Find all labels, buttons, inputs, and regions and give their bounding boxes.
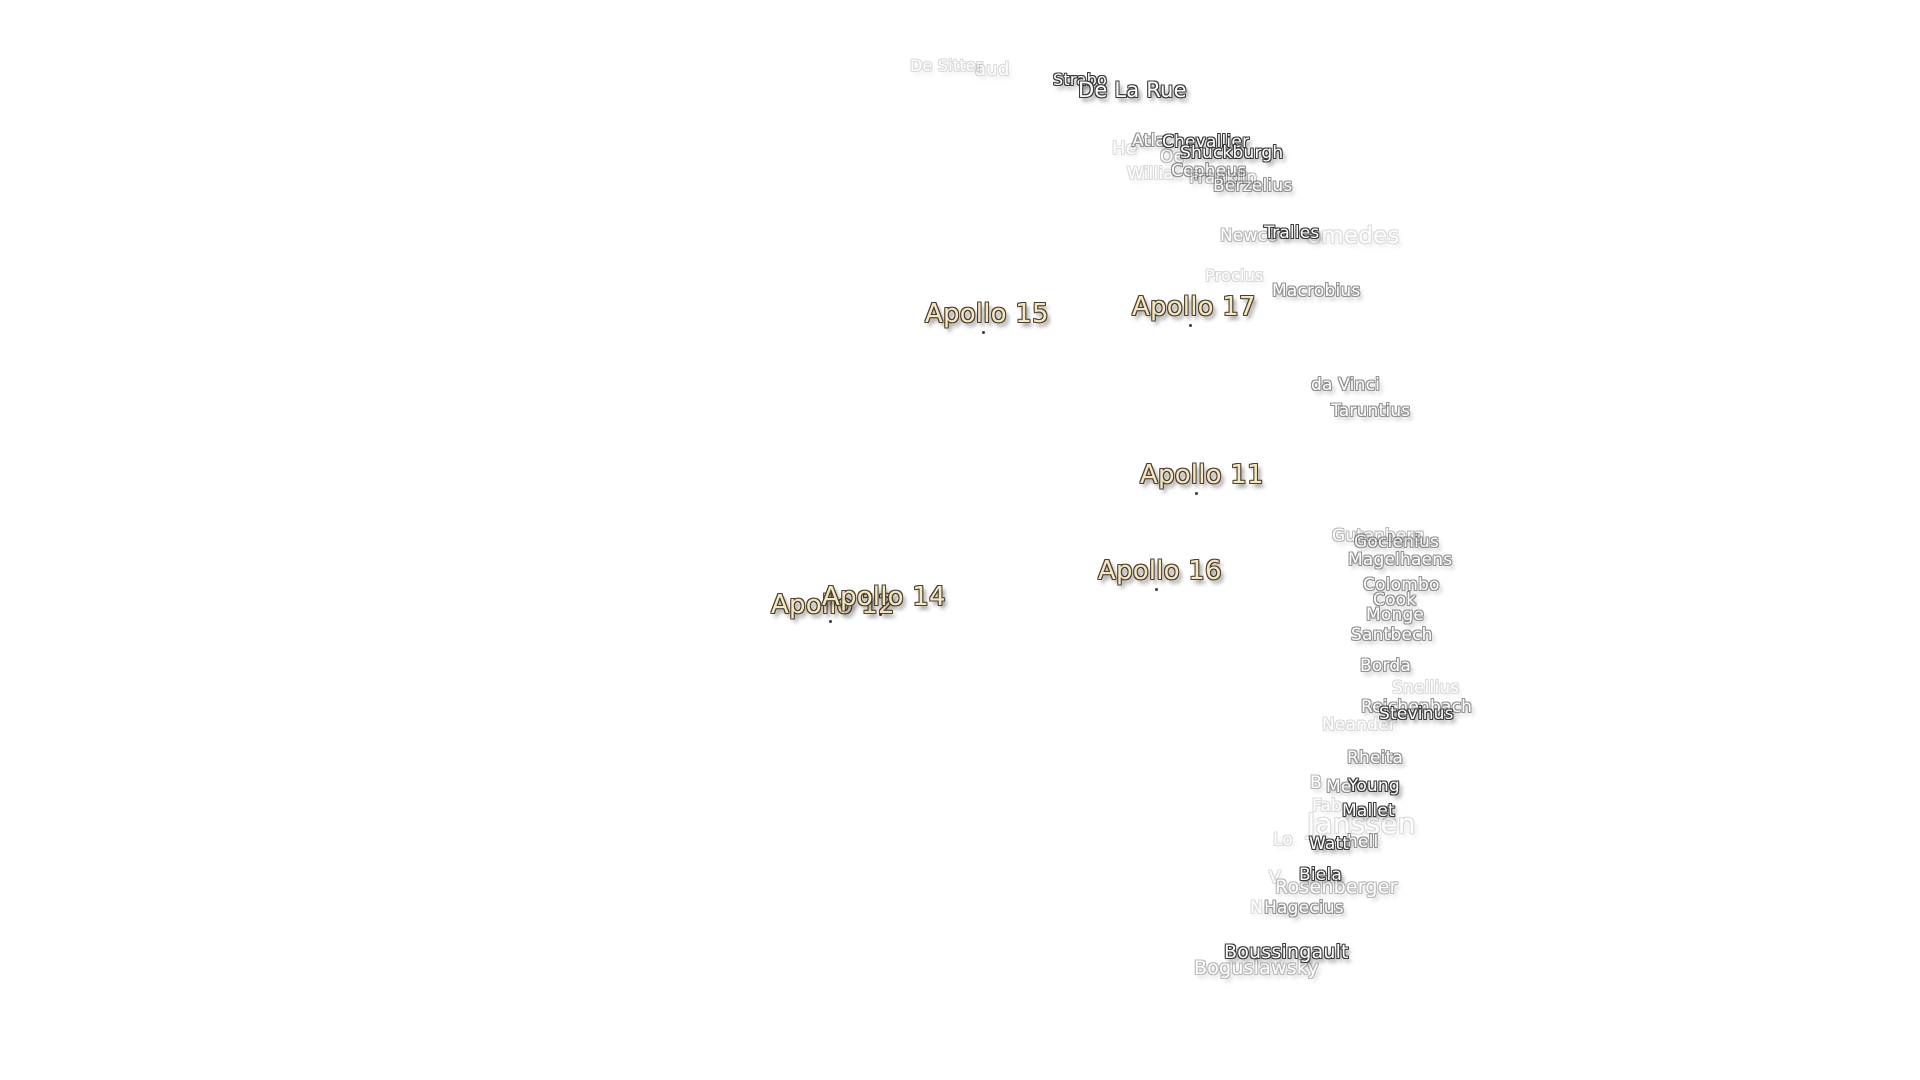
- crater-tralles-label[interactable]: Tralles: [1264, 223, 1320, 243]
- apollo-14-site-marker[interactable]: [879, 613, 882, 616]
- apollo-17-label[interactable]: Apollo 17: [1132, 292, 1256, 322]
- apollo-12-site-marker[interactable]: [829, 620, 832, 623]
- crater-snellius-label[interactable]: Snellius: [1392, 678, 1460, 698]
- crater-taruntius-label[interactable]: Taruntius: [1331, 401, 1411, 421]
- crater-biela-label[interactable]: Biela: [1299, 865, 1342, 885]
- crater-reichenbach-label[interactable]: Reichenbach: [1361, 697, 1473, 717]
- crater-hagecius-label[interactable]: Hagecius: [1264, 898, 1344, 918]
- crater-steinheil-label[interactable]: hell: [1347, 832, 1379, 852]
- crater-oersted-label[interactable]: Oe: [1160, 147, 1185, 167]
- crater-santbech-label[interactable]: Santbech: [1351, 625, 1433, 645]
- crater-thiessen-label[interactable]: aud: [975, 59, 1010, 80]
- crater-magelhaens-label[interactable]: Magelhaens: [1348, 550, 1453, 570]
- crater-janssen-label[interactable]: Janssen: [1307, 807, 1416, 840]
- crater-franklin-label[interactable]: Franklin: [1189, 168, 1258, 188]
- crater-monge-label[interactable]: Monge: [1366, 605, 1425, 625]
- crater-shuckburgh-label[interactable]: Shuckburgh: [1180, 143, 1284, 163]
- crater-de-sitter-label[interactable]: De Sitter: [910, 56, 983, 75]
- apollo-11-site-marker[interactable]: [1195, 492, 1198, 495]
- crater-williams-label[interactable]: Willia: [1127, 164, 1174, 184]
- crater-cleomedes-label[interactable]: omedes: [1307, 223, 1400, 249]
- crater-chevallier-label[interactable]: Chevallier: [1162, 132, 1250, 152]
- apollo-15-label[interactable]: Apollo 15: [925, 299, 1049, 329]
- apollo-11-label[interactable]: Apollo 11: [1140, 460, 1264, 490]
- crater-de-la-rue-label[interactable]: De La Rue: [1078, 78, 1187, 102]
- crater-strabo-label[interactable]: Strabo: [1053, 70, 1107, 89]
- apollo-16-site-marker[interactable]: [1155, 588, 1158, 591]
- crater-proclus-label[interactable]: Proclus: [1205, 266, 1264, 285]
- crater-hercules-label[interactable]: He: [1112, 138, 1138, 159]
- apollo-17-site-marker[interactable]: [1189, 324, 1192, 327]
- crater-macrobius-label[interactable]: Macrobius: [1272, 281, 1361, 301]
- apollo-14-label[interactable]: Apollo 14: [822, 582, 946, 612]
- apollo-16-label[interactable]: Apollo 16: [1098, 556, 1222, 586]
- crater-metius-label[interactable]: Me: [1326, 777, 1352, 797]
- crater-lockyer-label[interactable]: Lo: [1273, 830, 1293, 850]
- crater-rheita-label[interactable]: Rheita: [1347, 748, 1404, 768]
- crater-fabricius-label[interactable]: Fab: [1312, 796, 1343, 816]
- crater-goclenius-label[interactable]: Goclenius: [1354, 532, 1440, 552]
- crater-nearch-label[interactable]: N: [1250, 898, 1263, 918]
- crater-vega-label[interactable]: V: [1269, 868, 1281, 888]
- apollo-15-site-marker[interactable]: [982, 331, 985, 334]
- crater-cepheus-label[interactable]: Cepheus: [1171, 161, 1247, 181]
- crater-colombo-label[interactable]: Colombo: [1363, 575, 1440, 595]
- crater-rosenberger-label[interactable]: Rosenberger: [1275, 876, 1398, 898]
- crater-gutenberg-label[interactable]: Gutenberg: [1332, 526, 1425, 546]
- crater-mallet-label[interactable]: Mallet: [1342, 801, 1395, 821]
- crater-brenner-label[interactable]: B: [1310, 773, 1322, 793]
- crater-da-vinci-label[interactable]: da Vinci: [1311, 375, 1381, 395]
- crater-newcomb-label[interactable]: Newco: [1220, 226, 1278, 246]
- crater-young-label[interactable]: Young: [1348, 776, 1400, 796]
- crater-boussingault-label[interactable]: Boussingault: [1224, 941, 1349, 963]
- crater-berzelius-label[interactable]: Berzelius: [1213, 176, 1293, 196]
- crater-atlas-label[interactable]: Atla: [1132, 131, 1166, 151]
- apollo-12-label[interactable]: Apollo 12: [771, 590, 895, 620]
- crater-neander-label[interactable]: Neander: [1322, 715, 1397, 735]
- crater-watt-label[interactable]: Watt: [1309, 834, 1350, 854]
- crater-stevinus-label[interactable]: Stevinus: [1379, 704, 1454, 724]
- crater-boguslawsky-label[interactable]: Boguslawsky: [1194, 957, 1319, 979]
- crater-borda-label[interactable]: Borda: [1360, 656, 1411, 676]
- crater-cook-label[interactable]: Cook: [1373, 590, 1417, 610]
